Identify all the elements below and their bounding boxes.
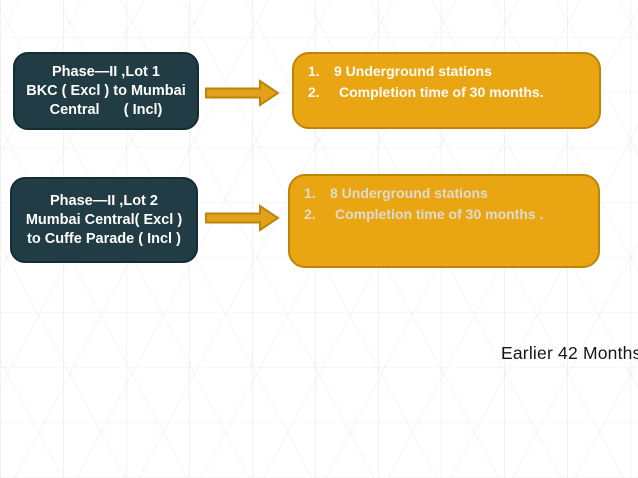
phase-box-lot2: Phase—II ,Lot 2 Mumbai Central( Excl ) t…: [10, 177, 198, 263]
details-box-lot2: 1. 8 Underground stations 2. Completion …: [288, 174, 600, 268]
details-list: 1. 8 Underground stations 2. Completion …: [304, 185, 584, 223]
phase-box-line: BKC ( Excl ) to Mumbai: [26, 82, 186, 99]
list-item-number: 1.: [304, 185, 316, 201]
phase-box-line: Phase—II ,Lot 1: [52, 63, 160, 80]
phase-box-line: Phase—II ,Lot 2: [50, 192, 158, 209]
earlier-duration-note: Earlier 42 Months: [501, 343, 638, 363]
phase-box-lot1: Phase—II ,Lot 1 BKC ( Excl ) to Mumbai C…: [13, 52, 199, 130]
flow-arrow-icon: [205, 79, 280, 107]
list-item-text: Completion time of 30 months.: [339, 84, 544, 100]
list-item-text: 9 Underground stations: [334, 63, 492, 79]
list-item-number: 1.: [308, 63, 320, 79]
list-item-text: Completion time of 30 months .: [335, 206, 544, 222]
details-box-lot1: 1. 9 Underground stations 2. Completion …: [292, 52, 601, 129]
phase-box-line: Mumbai Central( Excl ): [25, 211, 183, 228]
list-item-text: 8 Underground stations: [330, 185, 488, 201]
flow-arrow-icon: [205, 204, 280, 232]
details-list: 1. 9 Underground stations 2. Completion …: [308, 63, 585, 101]
list-item-number: 2.: [308, 84, 320, 100]
list-item-number: 2.: [304, 206, 316, 222]
phase-box-line: to Cuffe Parade ( Incl ): [27, 230, 181, 247]
phase-box-line: Central ( Incl): [49, 101, 163, 118]
